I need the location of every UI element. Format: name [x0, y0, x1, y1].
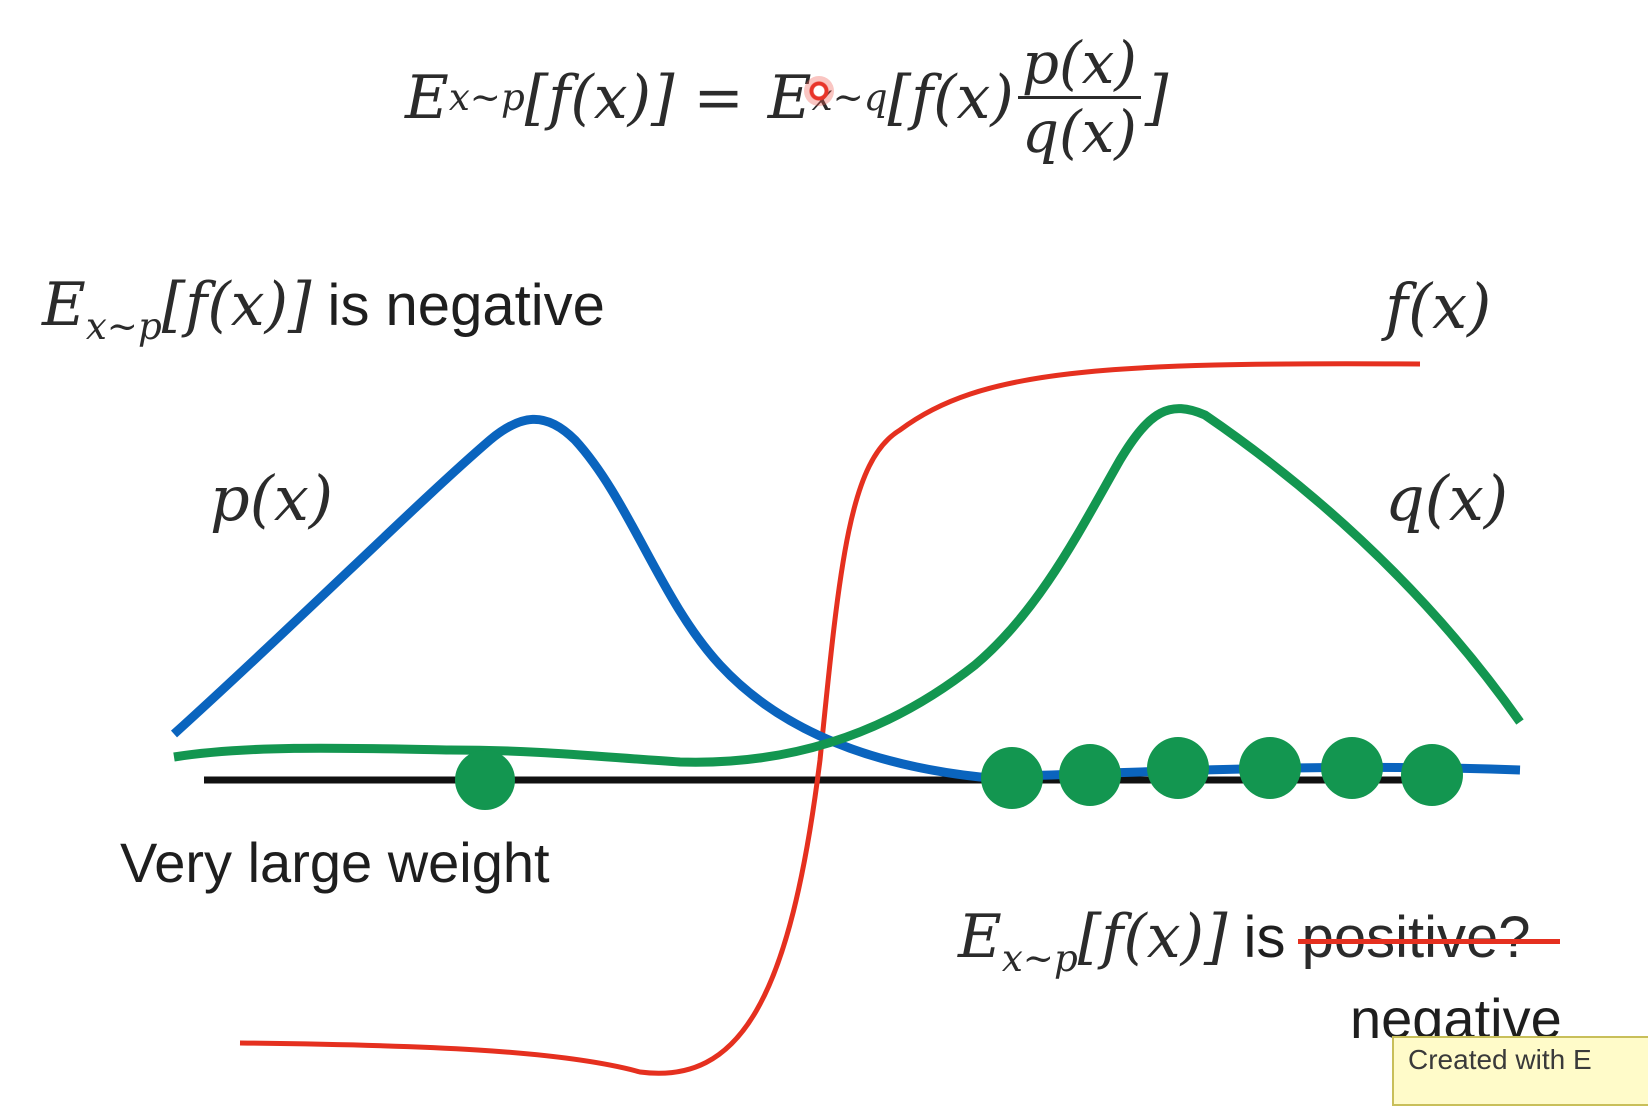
sample-dot-right — [1239, 737, 1301, 799]
eq-fraction: p(x) q(x) — [1017, 34, 1141, 166]
pos-sub: x~p — [1001, 936, 1078, 981]
q-curve — [173, 404, 1524, 767]
large-weight-label: Very large weight — [120, 831, 550, 894]
p-curve — [170, 414, 1521, 782]
expectation-negative-label: Ex~p[f(x)] is negative — [42, 270, 605, 348]
strikethrough-mark — [1297, 938, 1561, 944]
eq-lhs-E: E — [405, 62, 449, 133]
struck-word: positive? — [1297, 905, 1561, 970]
neg-sub: x~p — [85, 304, 162, 349]
neg-E: E — [42, 270, 86, 340]
eq-frac-denominator: q(x) — [1021, 98, 1137, 166]
eq-frac-numerator: p(x) — [1017, 34, 1141, 99]
sample-dot-left — [455, 750, 515, 810]
sample-dot-right — [1321, 737, 1383, 799]
q-curve-label: q(x) — [1385, 462, 1509, 535]
sample-dot-right — [1059, 744, 1121, 806]
eq-lhs-sub: x~p — [448, 74, 525, 119]
expectation-positive-label: Ex~p[f(x)] is positive? — [958, 902, 1561, 981]
eq-lhs-body: [f(x)] = — [524, 62, 744, 133]
laser-pointer-icon — [804, 76, 834, 106]
struck-text: positive? — [1301, 905, 1531, 970]
watermark-badge: Created with E — [1392, 1036, 1648, 1106]
pos-body: [f(x)] — [1077, 902, 1228, 972]
sample-dot-right — [1401, 744, 1463, 806]
neg-body: [f(x)] — [161, 270, 312, 340]
neg-text: is negative — [311, 273, 605, 338]
sample-dot-right — [1147, 737, 1209, 799]
eq-rhs-body: [f(x) — [887, 62, 1014, 133]
f-curve-label: f(x) — [1385, 270, 1492, 343]
pos-E: E — [958, 902, 1002, 972]
eq-rhs-E: E — [767, 62, 812, 133]
sample-dot-right — [981, 747, 1043, 809]
eq-close: ] — [1144, 62, 1169, 133]
p-curve-label: p(x) — [210, 462, 334, 535]
pos-is: is — [1227, 905, 1302, 970]
f-curve — [239, 361, 1421, 1076]
